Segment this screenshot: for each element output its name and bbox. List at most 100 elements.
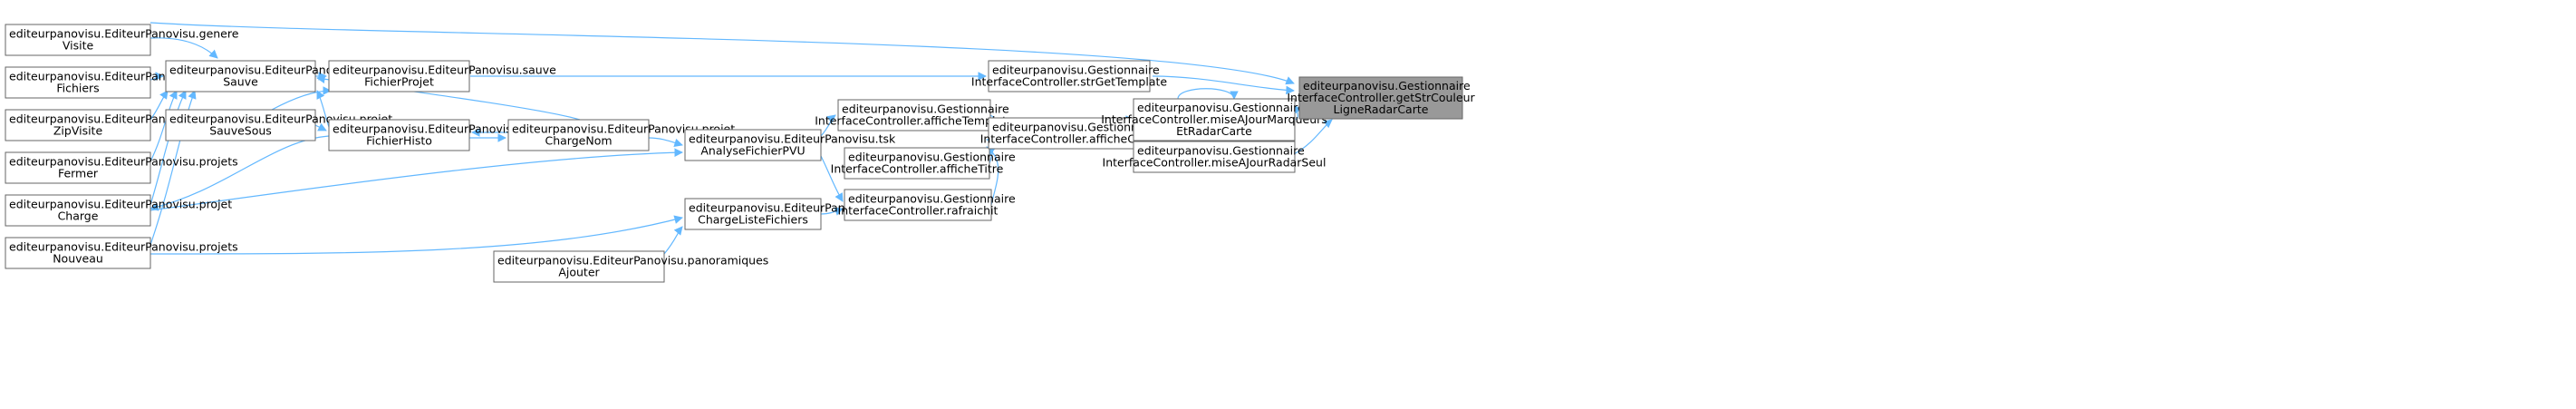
node-projetsNouveau[interactable]: editeurpanovisu.EditeurPanovisu.projetsN… [5, 237, 238, 269]
node-label-line: editeurpanovisu.EditeurPanovisu.ajoute [333, 122, 558, 136]
node-box [684, 198, 822, 230]
edge-panoramiquesAjouter-to-tskCharge [663, 226, 683, 255]
node-label-line: editeurpanovisu.Gestionnaire [992, 121, 1160, 134]
node-label-line: editeurpanovisu.Gestionnaire [992, 63, 1160, 77]
node-tskAnalyse[interactable]: editeurpanovisu.EditeurPanovisu.tskAnaly… [684, 129, 896, 161]
node-label-line: ChargeNom [545, 134, 612, 148]
node-label-line: InterfaceController.rafraichit [838, 204, 999, 218]
node-miseAJourRadarSeul[interactable]: editeurpanovisu.GestionnaireInterfaceCon… [1103, 141, 1327, 173]
node-label-line: FichierProjet [364, 75, 434, 89]
node-label-line: Visite [63, 39, 94, 53]
edge-tskAnalyse-to-afficheTemplate [820, 114, 836, 137]
node-projetCharge[interactable]: editeurpanovisu.EditeurPanovisu.projetCh… [5, 194, 232, 227]
node-label-line: editeurpanovisu.Gestionnaire [848, 192, 1016, 206]
edge-ajouteFichierHisto-to-projetSauve [316, 90, 330, 128]
node-label-line: editeurpanovisu.EditeurPanovisu.genere [9, 27, 239, 41]
edge-projetCharge-to-tskAnalyse [150, 148, 683, 211]
node-box [1133, 141, 1296, 173]
node-projetsFermer[interactable]: editeurpanovisu.EditeurPanovisu.projetsF… [5, 151, 238, 184]
edge-projetsNouveau-to-projetSauve [150, 90, 197, 246]
nodes-layer: editeurpanovisu.EditeurPanovisu.genereVi… [5, 24, 1476, 283]
node-box [988, 60, 1151, 93]
edge-creerZipVisite-to-projetSauve [150, 90, 169, 121]
edge-genereVisite-to-getStrCouleur [150, 22, 1295, 85]
edge-tskAnalyse-to-rafraichit [820, 155, 844, 202]
node-box [5, 24, 151, 56]
node-label-line: Fichiers [56, 82, 99, 95]
edge-genereVisite-to-projetSauve [150, 37, 218, 59]
node-afficheTitre[interactable]: editeurpanovisu.GestionnaireInterfaceCon… [831, 147, 1016, 180]
node-box [837, 99, 991, 131]
node-afficheTemplate[interactable]: editeurpanovisu.GestionnaireInterfaceCon… [815, 99, 1014, 131]
node-label-line: InterfaceController.afficheTitre [831, 162, 1004, 176]
node-label-line: Sauve [223, 75, 258, 89]
node-tskCharge[interactable]: editeurpanovisu.EditeurPanovisu.tskCharg… [684, 198, 896, 230]
node-afficheCarte[interactable]: editeurpanovisu.GestionnaireInterfaceCon… [980, 117, 1160, 150]
node-box [5, 151, 151, 184]
node-rafraichit[interactable]: editeurpanovisu.GestionnaireInterfaceCon… [838, 189, 1016, 221]
node-label-line: editeurpanovisu.Gestionnaire [1303, 79, 1471, 93]
node-label-line: editeurpanovisu.EditeurPanovisu.projet [9, 198, 232, 211]
edge-strGetTemplate-to-getStrCouleur [1152, 75, 1295, 95]
node-label-line: EtRadarCarte [1176, 124, 1252, 138]
node-label-line: SauveSous [209, 124, 272, 138]
node-box [493, 250, 665, 283]
node-box [507, 119, 650, 151]
node-label-line: Ajouter [558, 266, 600, 279]
node-label-line: InterfaceController.miseAJourRadarSeul [1103, 156, 1327, 170]
node-label-line: InterfaceController.strGetTemplate [971, 75, 1167, 89]
edge-rafraichit-to-afficheCarte [986, 146, 999, 206]
node-strGetTemplate[interactable]: editeurpanovisu.GestionnaireInterfaceCon… [971, 60, 1167, 93]
node-label-line: InterfaceController.getStrCouleur [1287, 91, 1475, 104]
edge-projetCharge-to-projetSauve [150, 90, 187, 206]
node-box [165, 109, 316, 141]
node-miseAJourMarqueurs[interactable]: editeurpanovisu.GestionnaireInterfaceCon… [1101, 98, 1327, 141]
node-label-line: AnalyseFichierPVU [700, 144, 805, 158]
node-label-line: ZipVisite [53, 124, 103, 138]
node-box [844, 189, 992, 221]
node-box [328, 60, 470, 93]
node-box [5, 66, 151, 99]
node-box [5, 109, 151, 141]
node-label-line: Charge [58, 209, 99, 223]
node-label-line: ChargeListeFichiers [698, 213, 808, 227]
edge-projetsNouveau-to-tskCharge [150, 215, 683, 255]
node-panoramiquesAjouter[interactable]: editeurpanovisu.EditeurPanovisu.panorami… [493, 250, 768, 283]
edge-projetSauveSous-to-ajouteFichierHisto [314, 122, 327, 131]
edges-layer [150, 22, 1333, 255]
node-label-line: LigneRadarCarte [1334, 102, 1429, 116]
node-label-line: editeurpanovisu.EditeurPanovisu.projets [9, 155, 238, 169]
node-label-line: Fermer [58, 167, 99, 180]
node-box [1133, 98, 1296, 141]
node-box [328, 119, 470, 151]
node-projetChargeNom[interactable]: editeurpanovisu.EditeurPanovisu.projetCh… [507, 119, 735, 151]
node-label-line: Nouveau [53, 252, 103, 266]
node-label-line: editeurpanovisu.EditeurPanovisu.tsk [689, 132, 896, 146]
edge-sauveFichiers-to-projetSauve [150, 72, 164, 81]
edge-miseAJourMarqueurs-to-miseAJourMarqueurs [1177, 88, 1239, 100]
node-box [165, 60, 316, 93]
node-label-line: editeurpanovisu.EditeurPanovisu.projet [512, 122, 735, 136]
node-label-line: editeurpanovisu.EditeurPanovisu.panorami… [497, 254, 768, 268]
edge-projetChargeNom-to-tskAnalyse [648, 137, 683, 148]
node-box [1298, 76, 1463, 120]
node-getStrCouleur: editeurpanovisu.GestionnaireInterfaceCon… [1287, 76, 1476, 120]
node-label-line: editeurpanovisu.Gestionnaire [848, 151, 1016, 164]
node-label-line: editeurpanovisu.Gestionnaire [1137, 144, 1305, 158]
node-box [5, 237, 151, 269]
node-label-line: FichierHisto [366, 134, 432, 148]
node-label-line: InterfaceController.afficheCarte [980, 132, 1159, 146]
node-box [988, 117, 1151, 150]
node-label-line: editeurpanovisu.EditeurPanovisu.sauve [333, 63, 556, 77]
node-label-line: InterfaceController.afficheTemplate [815, 114, 1014, 128]
node-sauveFichierProjet[interactable]: editeurpanovisu.EditeurPanovisu.sauveFic… [328, 60, 556, 93]
node-box [5, 194, 151, 227]
node-label-line: InterfaceController.miseAJourMarqueurs [1101, 112, 1327, 126]
node-box [844, 147, 990, 180]
node-ajouteFichierHisto[interactable]: editeurpanovisu.EditeurPanovisu.ajouteFi… [328, 119, 558, 151]
node-label-line: editeurpanovisu.EditeurPanovisu.projets [9, 240, 238, 254]
edge-projetsFermer-to-projetSauve [150, 90, 178, 162]
node-genereVisite[interactable]: editeurpanovisu.EditeurPanovisu.genereVi… [5, 24, 239, 56]
node-box [684, 129, 822, 161]
